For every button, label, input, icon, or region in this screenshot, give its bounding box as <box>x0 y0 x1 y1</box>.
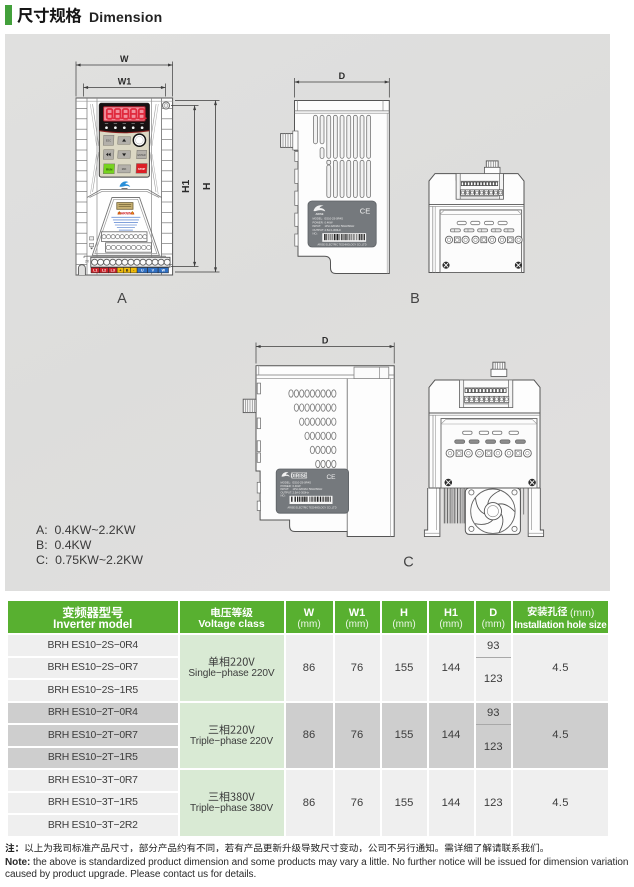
svg-text:L3: L3 <box>111 269 115 273</box>
svg-text:CE: CE <box>360 207 370 216</box>
svg-text:0.4KW: 0.4KW <box>293 484 302 488</box>
svg-text:ES10-2S-0R4S: ES10-2S-0R4S <box>325 217 344 221</box>
svg-text:A: A <box>117 291 127 307</box>
svg-text:W1: W1 <box>118 77 132 87</box>
svg-text:V: V <box>152 269 155 273</box>
svg-text:B: B <box>126 269 129 273</box>
svg-text:L1: L1 <box>93 269 97 273</box>
svg-text:2X: 2X <box>85 259 90 263</box>
svg-text:D: D <box>322 336 329 346</box>
svg-text:MODEL:: MODEL: <box>281 481 292 485</box>
svg-text:MODEL:: MODEL: <box>313 217 324 221</box>
svg-text:H1: H1 <box>180 179 192 193</box>
svg-text:WARNING: WARNING <box>118 211 135 215</box>
svg-text:ARISE ELECTRIC TECHNOLOGY CO.,: ARISE ELECTRIC TECHNOLOGY CO.,LTD <box>317 244 366 247</box>
svg-text:RUN: RUN <box>106 167 113 171</box>
svg-text:W: W <box>120 54 129 64</box>
svg-text:2.5A 0-300Hz: 2.5A 0-300Hz <box>325 228 342 232</box>
svg-text:OUTPUT:: OUTPUT: <box>281 490 293 494</box>
svg-text:OUTPUT:: OUTPUT: <box>313 228 325 232</box>
svg-text:W: W <box>162 269 166 273</box>
svg-text:ARISE ELECTRIC TECHNOLOGY CO.,: ARISE ELECTRIC TECHNOLOGY CO.,LTD <box>287 507 336 510</box>
svg-text:DIRISE: DIRISE <box>291 474 308 480</box>
svg-text:H: H <box>201 183 213 191</box>
svg-text:POWER:: POWER: <box>313 220 324 224</box>
svg-text:ENTER: ENTER <box>137 154 145 157</box>
svg-text:NO.:: NO.: <box>281 494 287 498</box>
svg-text:M/K: M/K <box>122 167 127 171</box>
svg-text:2.5A 0-300Hz: 2.5A 0-300Hz <box>293 490 310 494</box>
svg-text:ARISE: ARISE <box>316 212 324 216</box>
svg-text:INPUT:: INPUT: <box>313 224 322 228</box>
svg-text:1PH 220VAC 50Hz/60Hz: 1PH 220VAC 50Hz/60Hz <box>293 487 323 491</box>
svg-text:+: + <box>119 269 121 273</box>
svg-text:C: C <box>403 555 413 571</box>
svg-text:STOP: STOP <box>138 167 145 171</box>
svg-text:D: D <box>339 71 346 81</box>
svg-text:L2: L2 <box>102 269 106 273</box>
svg-text:1PH 220VAC 50Hz/60Hz: 1PH 220VAC 50Hz/60Hz <box>325 224 355 228</box>
svg-text:U: U <box>141 269 144 273</box>
svg-text:NO.:: NO.: <box>313 232 319 236</box>
svg-text:INPUT:: INPUT: <box>281 487 290 491</box>
svg-text:-: - <box>133 269 135 273</box>
svg-text:ESC: ESC <box>106 139 111 143</box>
svg-text:CE: CE <box>326 474 336 481</box>
svg-text:POWER:: POWER: <box>281 484 292 488</box>
svg-text:B: B <box>410 291 420 307</box>
svg-text:0.4KW: 0.4KW <box>325 220 334 224</box>
svg-text:ES10-2S-0R4S: ES10-2S-0R4S <box>293 481 312 485</box>
